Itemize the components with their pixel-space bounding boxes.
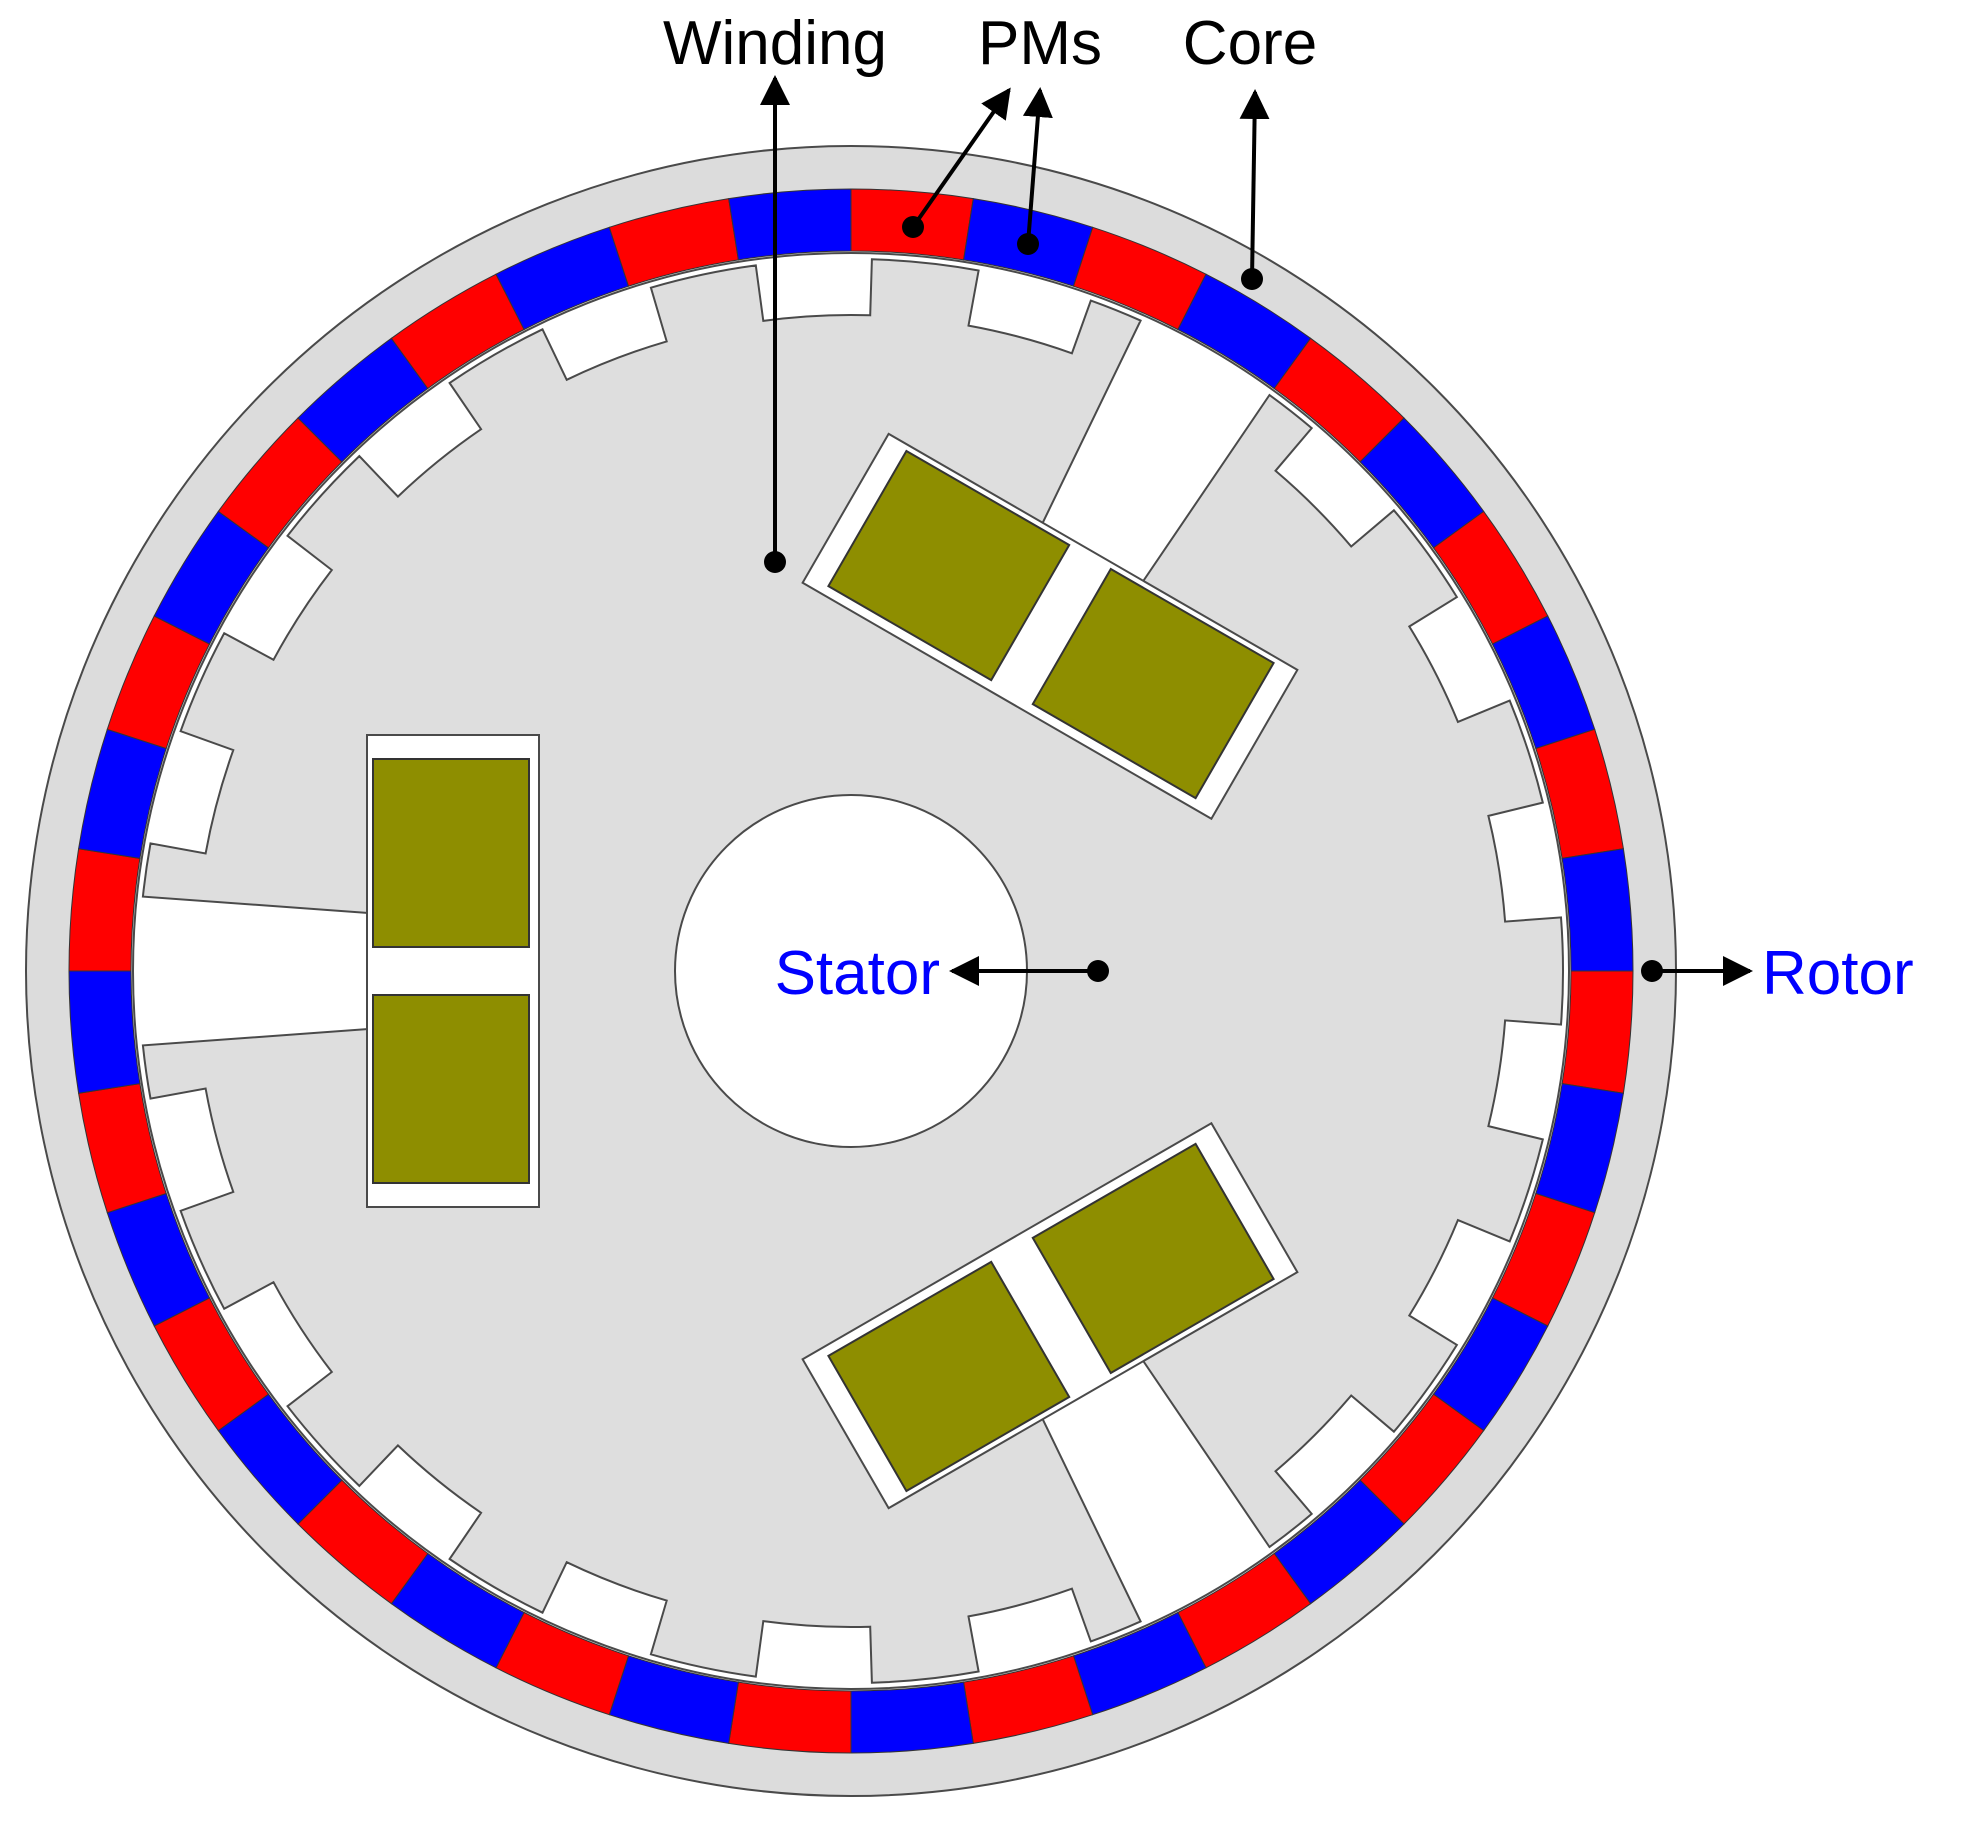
magnet-segment [728,1681,852,1754]
coil-slot [801,1121,1299,1510]
magnet-segment [850,1681,974,1754]
core-label: Core [1183,9,1317,78]
winding-coil [827,449,1071,682]
annotation-dots [764,216,1663,982]
winding-coil [372,758,530,948]
rotor-dot [1641,960,1663,982]
stator-label: Stator [775,939,940,1008]
coil-slot [801,432,1299,821]
coil-slot [366,734,540,1208]
winding-coil [827,1260,1071,1493]
magnet-segment [728,188,852,261]
stator-core [141,258,1564,1684]
pms-dot-2 [1017,233,1039,255]
winding-label: Winding [663,9,887,78]
pms-dot-1 [902,216,924,238]
winding-coil [372,994,530,1184]
rotor-label: Rotor [1762,939,1914,1008]
winding-coil [1031,1142,1275,1375]
magnet-segment [68,970,141,1094]
stator-dot [1087,960,1109,982]
core-leader [1239,89,1270,280]
annotation-leaders [760,75,1753,986]
winding-dot [764,551,786,573]
core-dot [1241,268,1263,290]
pms-leader-1 [911,87,1011,229]
magnet-segment [1561,970,1634,1094]
magnet-segment [1561,848,1634,972]
winding-group [366,432,1299,1510]
permanent-magnet-ring [68,188,1634,1754]
pms-label: PMs [978,9,1102,78]
magnet-segment [68,848,141,972]
pms-leader-2 [1022,87,1053,245]
winding-coil [1031,567,1275,800]
